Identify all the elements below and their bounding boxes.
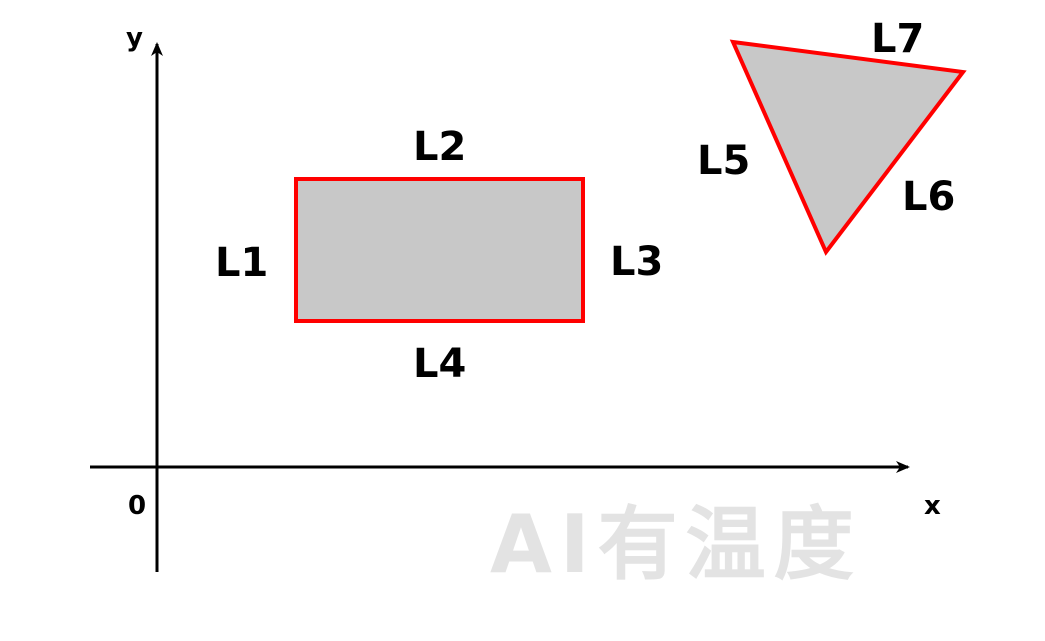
edge-label-l4: L4 xyxy=(413,341,466,387)
edge-label-l2: L2 xyxy=(413,124,466,170)
origin-label: 0 xyxy=(128,491,146,521)
triangle-shape xyxy=(729,39,967,256)
edge-label-l5: L5 xyxy=(697,138,750,184)
rectangle-shape xyxy=(294,177,585,323)
edge-label-l6: L6 xyxy=(902,174,955,220)
watermark-text: AI有温度 xyxy=(490,498,862,591)
edge-label-l3: L3 xyxy=(610,239,663,285)
edge-label-l1: L1 xyxy=(215,240,268,286)
edge-label-l7: L7 xyxy=(871,16,924,62)
y-axis-label: y xyxy=(126,23,143,53)
x-axis-label: x xyxy=(924,491,941,521)
